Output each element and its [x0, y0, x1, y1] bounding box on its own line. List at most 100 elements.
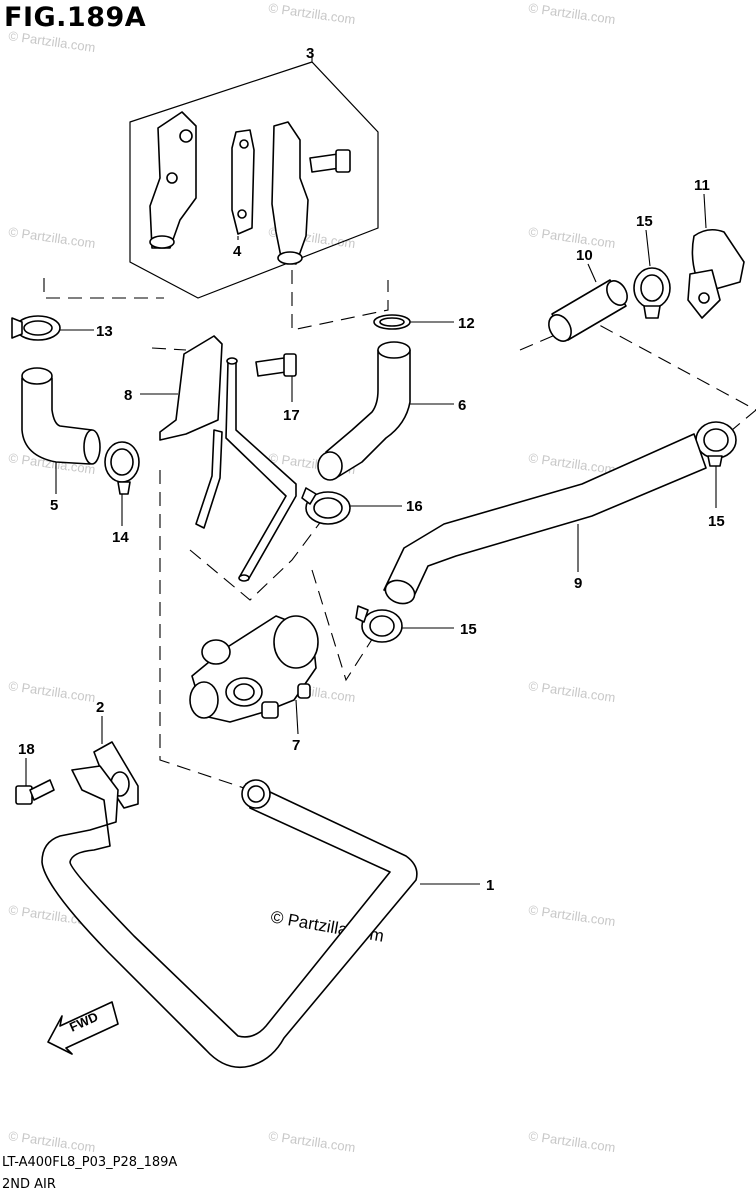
- connection-line: [43, 278, 164, 299]
- bolt-shank: [255, 357, 287, 377]
- callout-17[interactable]: 17: [283, 407, 300, 424]
- clip-inner: [379, 317, 405, 327]
- watermark-text: © Partzilla.com: [528, 902, 617, 929]
- air-pipe: [195, 429, 223, 529]
- fwd-arrow-icon: [47, 1001, 119, 1055]
- bolt-head: [335, 149, 351, 173]
- leader-line: [587, 263, 597, 283]
- bolt-shank: [29, 779, 55, 801]
- clamp-15-middle[interactable]: [355, 605, 403, 643]
- callout-1[interactable]: 1: [486, 877, 494, 894]
- callout-9[interactable]: 9: [574, 575, 582, 592]
- callout-12[interactable]: 12: [458, 315, 475, 332]
- connection-line: [291, 270, 389, 331]
- callout-14[interactable]: 14: [112, 529, 129, 546]
- clamp-15-right[interactable]: [695, 421, 737, 467]
- pipe-body: [41, 765, 418, 1069]
- callout-7[interactable]: 7: [292, 737, 300, 754]
- callout-4[interactable]: 4: [233, 243, 242, 260]
- watermark-text: © Partzilla.com: [528, 678, 617, 705]
- watermark-text: © Partzilla.com: [528, 0, 617, 27]
- bolt-18[interactable]: [15, 779, 55, 805]
- valve-port: [149, 235, 175, 249]
- hose-end: [317, 451, 343, 481]
- diagram-code: LT-A400FL8_P03_P28_189A: [2, 1155, 178, 1170]
- callout-6[interactable]: 6: [458, 397, 466, 414]
- pipe-10[interactable]: [544, 277, 631, 345]
- hose-end: [83, 429, 101, 465]
- callout-13[interactable]: 13: [96, 323, 113, 340]
- watermark-text: © Partzilla.com: [528, 450, 617, 477]
- diagram-name: 2ND AIR: [2, 1177, 56, 1192]
- watermark-text: © Partzilla.com: [8, 1128, 97, 1155]
- bracket-plate: [159, 335, 223, 441]
- hose-end: [377, 341, 411, 359]
- bolt-hole: [166, 172, 178, 184]
- clamp-tab: [301, 487, 317, 505]
- leader-lines: [25, 54, 717, 885]
- leader-line: [703, 193, 707, 229]
- figure-title: FIG.189A: [4, 2, 147, 33]
- bracket-8[interactable]: [159, 335, 297, 582]
- pipe-end: [238, 574, 250, 582]
- leader-line: [295, 699, 299, 735]
- watermark-text: © Partzilla.com: [8, 224, 97, 251]
- callout-labels: 3 4 13 12 6 8 17 5 14 16 9 15 15 7 2 18 …: [18, 45, 725, 894]
- callout-18[interactable]: 18: [18, 741, 35, 758]
- hose-9[interactable]: [382, 433, 707, 607]
- leader-line: [645, 229, 651, 267]
- clamp-14[interactable]: [104, 441, 140, 495]
- valve-port: [201, 639, 231, 665]
- clamp-13[interactable]: [11, 315, 61, 341]
- clamp-tab: [11, 317, 23, 339]
- callout-15-right[interactable]: 15: [708, 513, 725, 530]
- valve-cap: [273, 615, 319, 669]
- air-valve-7[interactable]: [189, 615, 319, 723]
- connection-line: [311, 569, 379, 682]
- clamp-tab: [355, 605, 369, 623]
- valve-port: [189, 681, 219, 719]
- reed-valve-4: [231, 129, 255, 235]
- clamp-15-top[interactable]: [633, 267, 671, 319]
- elbow-hose-5[interactable]: [21, 367, 101, 465]
- callout-16[interactable]: 16: [406, 498, 423, 515]
- hose-end: [384, 579, 416, 605]
- bolt-hole: [239, 139, 249, 149]
- valve-nub: [297, 683, 311, 699]
- bolt-17[interactable]: [255, 353, 297, 377]
- callout-15-middle[interactable]: 15: [460, 621, 477, 638]
- callout-3[interactable]: 3: [306, 45, 314, 62]
- forward-direction-indicator: FWD: [47, 1001, 119, 1055]
- clamp-16[interactable]: [301, 487, 351, 525]
- pipe-end: [548, 314, 572, 342]
- watermark-text: © Partzilla.com: [8, 678, 97, 705]
- hose-body: [21, 377, 93, 465]
- clamp-inner: [369, 615, 395, 637]
- pipe-end: [606, 280, 628, 306]
- clamp-inner: [110, 448, 134, 476]
- watermark-text: © Partzilla.com: [528, 224, 617, 251]
- callout-15-top[interactable]: 15: [636, 213, 653, 230]
- clamp-tab: [117, 481, 131, 495]
- watermark-text: © Partzilla.com: [268, 1128, 357, 1155]
- hose-bracket-11[interactable]: [687, 228, 745, 319]
- air-pipe-1[interactable]: [41, 765, 418, 1069]
- reed-valve-cover-right: [271, 121, 309, 265]
- connection-line: [189, 519, 323, 601]
- clip-12[interactable]: [373, 314, 411, 330]
- clamp-inner: [703, 428, 729, 452]
- valve-port-inner: [233, 683, 255, 701]
- clamp-inner: [640, 274, 664, 302]
- hose-end: [21, 367, 53, 385]
- callout-8[interactable]: 8: [124, 387, 132, 404]
- reed-valve-assembly-3[interactable]: [129, 61, 379, 299]
- callout-2[interactable]: 2: [96, 699, 104, 716]
- bolt-head: [15, 785, 33, 805]
- callout-11[interactable]: 11: [694, 177, 710, 194]
- callout-10[interactable]: 10: [576, 247, 593, 264]
- pipe-end-inner: [247, 785, 265, 803]
- watermark-text: © Partzilla.com: [268, 0, 357, 27]
- hose-6[interactable]: [317, 341, 411, 481]
- callout-5[interactable]: 5: [50, 497, 58, 514]
